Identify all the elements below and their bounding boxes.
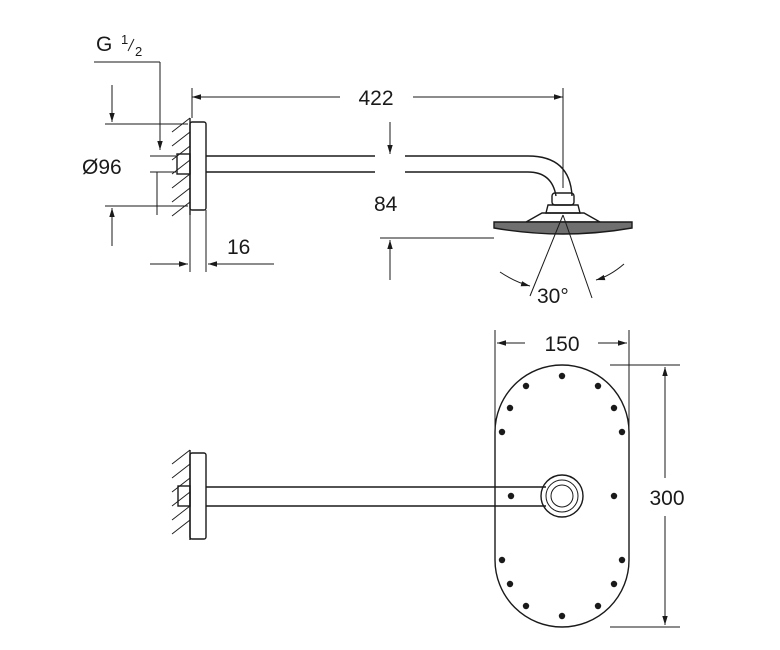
dimension-arm-length-label: 422 <box>358 87 393 110</box>
thread-connector <box>176 153 191 175</box>
shower-head-top <box>494 364 630 628</box>
wall-flange-top <box>189 452 207 540</box>
shower-arm <box>206 155 573 197</box>
side-view: 422 G 1 2 Ø96 84 <box>82 32 633 308</box>
diameter-label: Ø96 <box>82 156 122 179</box>
nozzles <box>498 372 626 620</box>
wall-flange <box>189 121 207 211</box>
flange-depth-label: 16 <box>227 236 250 259</box>
dimension-drop: 84 <box>374 122 494 280</box>
dimension-thread: G 1 2 <box>94 32 163 150</box>
wall-hatch-top <box>171 449 191 540</box>
thread-connector-top <box>177 485 191 507</box>
dimension-head-length: 300 <box>610 364 685 628</box>
shower-head-side <box>493 204 633 235</box>
head-length-label: 300 <box>649 487 684 510</box>
dimension-arm-length: 422 <box>191 87 564 188</box>
tilt-label: 30° <box>537 285 569 308</box>
thread-numerator: 1 <box>121 32 128 47</box>
thread-label: G <box>96 33 112 56</box>
thread-denominator: 2 <box>135 44 142 59</box>
dimension-flange-depth: 16 <box>150 210 274 272</box>
top-view: 150 300 <box>171 330 685 628</box>
head-width-label: 150 <box>544 333 579 356</box>
dimension-diameter: Ø96 <box>82 85 188 246</box>
wall-hatch <box>171 117 191 217</box>
dimension-head-width: 150 <box>494 330 630 428</box>
arm-joint-top <box>540 474 584 518</box>
tilt-indicator <box>499 214 625 299</box>
drop-label: 84 <box>374 193 398 216</box>
